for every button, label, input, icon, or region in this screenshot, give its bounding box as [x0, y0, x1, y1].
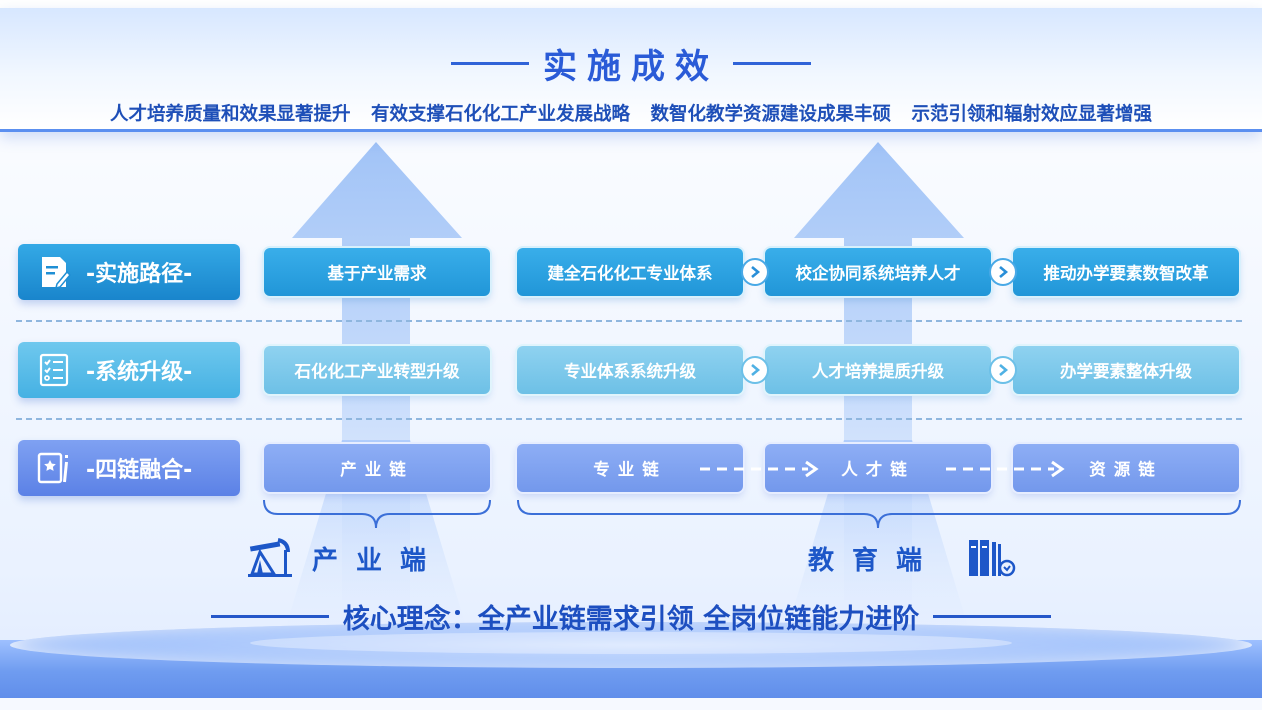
chain-box-industry: 产业链 — [264, 444, 490, 492]
industry-bracket — [263, 499, 491, 529]
path-box-talent-training: 校企协同系统培养人才 — [765, 248, 991, 296]
title-line-right — [733, 61, 811, 65]
title-line-left — [451, 61, 529, 65]
books-icon — [968, 538, 1016, 582]
outcomes-list: 人才培养质量和效果显著提升 有效支撑石化化工产业发展战略 数智化教学资源建设成果… — [0, 100, 1262, 126]
outcome-item: 人才培养质量和效果显著提升 — [110, 104, 351, 125]
chevron-right-icon — [741, 258, 769, 286]
chain-box-resource: 资源链 — [1013, 444, 1239, 492]
document-edit-icon — [30, 248, 78, 296]
dashed-arrow-icon — [700, 460, 819, 478]
row-label-chains: -四链融合- — [18, 440, 240, 496]
education-end-label: 教育端 — [808, 546, 941, 576]
ground-highlight — [250, 632, 1012, 654]
core-concept-text: 核心理念：全产业链需求引领 全岗位链能力进阶 — [342, 603, 920, 635]
header-title: 实施成效 — [543, 46, 719, 87]
outcome-item: 有效支撑石化化工产业发展战略 — [371, 104, 631, 125]
dashed-arrow-icon — [946, 460, 1065, 478]
core-concept: 核心理念：全产业链需求引领 全岗位链能力进阶 — [0, 596, 1262, 636]
education-bracket — [517, 499, 1241, 529]
upgrade-box-resources: 办学要素整体升级 — [1013, 346, 1239, 394]
header-title-group: 实施成效 — [0, 38, 1262, 88]
industry-end-label: 产业端 — [312, 546, 445, 576]
book-star-icon — [30, 444, 78, 492]
core-line-right — [933, 614, 1052, 618]
oil-pump-icon — [248, 538, 296, 582]
upgrade-box-industry: 石化化工产业转型升级 — [264, 346, 490, 394]
path-box-digital-reform: 推动办学要素数智改革 — [1013, 248, 1239, 296]
core-line-left — [210, 614, 329, 618]
path-box-industry-demand: 基于产业需求 — [264, 248, 490, 296]
outcomes-header: 实施成效 人才培养质量和效果显著提升 有效支撑石化化工产业发展战略 数智化教学资… — [0, 8, 1262, 132]
outcome-item: 数智化教学资源建设成果丰硕 — [650, 104, 891, 125]
outcome-item: 示范引领和辐射效应显著增强 — [911, 104, 1152, 125]
upgrade-box-discipline: 专业体系系统升级 — [517, 346, 743, 394]
row-label-upgrade: -系统升级- — [18, 342, 240, 398]
path-box-discipline-system: 建全石化化工专业体系 — [517, 248, 743, 296]
row-separator — [16, 320, 1242, 322]
ground-ellipse — [10, 622, 1252, 668]
chevron-right-icon — [989, 258, 1017, 286]
row-label-path: -实施路径- — [18, 244, 240, 300]
row-label-text: -系统升级- — [86, 360, 193, 385]
chevron-right-icon — [989, 356, 1017, 384]
row-label-text: -四链融合- — [86, 458, 193, 483]
row-label-text: -实施路径- — [86, 262, 193, 287]
chevron-right-icon — [741, 356, 769, 384]
bottom-strip — [0, 698, 1262, 710]
checklist-icon — [30, 346, 78, 394]
upgrade-box-talent: 人才培养提质升级 — [765, 346, 991, 394]
row-separator — [16, 418, 1242, 420]
